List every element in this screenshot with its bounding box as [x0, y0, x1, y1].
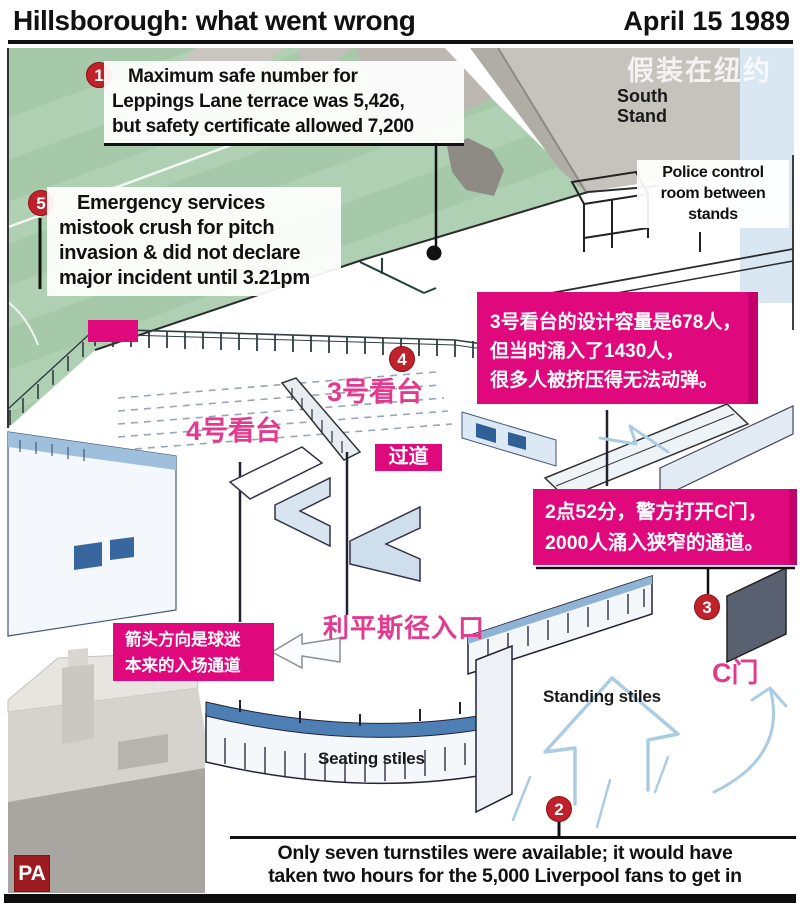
pen3-note: 3号看台的设计容量是678人， 但当时涌入了1430人， 很多人被挤压得无法动弹… — [477, 292, 758, 404]
police-room-line: room between — [660, 185, 766, 202]
marker-3: 3 — [694, 594, 720, 620]
annotation1-leader — [426, 141, 442, 261]
crowd-flow-arrows — [511, 424, 788, 829]
annotation-5: Emergency services mistook crush for pit… — [47, 187, 341, 296]
seating-stiles-label: Seating stiles — [318, 749, 425, 768]
page-title-bold: Hillsborough: — [13, 5, 189, 36]
gate-note-leader — [536, 566, 795, 594]
marker-4: 4 — [389, 346, 415, 372]
gate-note-line: 2点52分，警方打开C门， — [545, 501, 768, 523]
annotation-5-line: Emergency services — [77, 192, 266, 214]
police-room-line: stands — [688, 206, 738, 223]
standing-stiles-wall — [467, 574, 653, 676]
pen3-label: 3号看台 — [327, 377, 424, 407]
annotation-5-line: invasion & did not declare — [59, 242, 301, 264]
annotation-5-line: mistook crush for pitch — [59, 217, 275, 239]
gate-note-line: 2000人涌入狭窄的通道。 — [545, 532, 764, 554]
roof-camera — [359, 258, 437, 294]
west-stand-wall — [7, 431, 177, 637]
passage-badge: 过道 — [375, 444, 442, 471]
pen-divider-fence — [280, 377, 362, 461]
gate-c-label: C门 — [712, 658, 759, 688]
page-title-rest: what went wrong — [188, 5, 416, 36]
bottom-divider — [230, 836, 796, 839]
annotation-1: Maximum safe number for Leppings Lane te… — [104, 61, 464, 146]
concourse-structures — [228, 446, 421, 582]
goal-frame — [138, 324, 251, 356]
annotation-1-line: but safety certificate allowed 7,200 — [112, 116, 414, 137]
date-label: April 15 1989 — [623, 6, 790, 36]
page-title: Hillsborough: what went wrong — [13, 5, 416, 37]
watermark: 假装在纽约 — [627, 56, 772, 86]
terrace-steps — [117, 371, 453, 451]
annotation-1-line: Leppings Lane terrace was 5,426, — [112, 91, 405, 112]
route-note-line: 箭头方向是球迷 — [125, 631, 241, 649]
seating-stiles-wall — [205, 644, 513, 814]
annotation-2: Only seven turnstiles were available; it… — [205, 842, 800, 888]
route-note: 箭头方向是球迷 本来的入场通道 — [113, 623, 274, 681]
south-stand-line: Stand — [617, 106, 668, 126]
original-route-arrow — [270, 632, 341, 670]
south-stand-label: South Stand — [617, 86, 668, 126]
header-divider — [8, 40, 793, 44]
annotation-1-line: Maximum safe number for — [128, 66, 358, 87]
standing-stiles-label: Standing stiles — [543, 687, 661, 706]
pen3-note-line: 很多人被挤压得无法动弹。 — [490, 370, 719, 391]
gate-c-structure — [726, 566, 787, 664]
annotation-2-line: taken two hours for the 5,000 Liverpool … — [268, 865, 742, 887]
leppings-entrance-label: 利平斯径入口 — [323, 613, 486, 643]
route-note-line: 本来的入场通道 — [125, 657, 241, 675]
annotation-2-line: Only seven turnstiles were available; it… — [277, 842, 733, 864]
pa-logo: PA — [14, 855, 50, 892]
gate-note: 2点52分，警方打开C门， 2000人涌入狭窄的通道。 — [533, 489, 797, 565]
pen4-label: 4号看台 — [186, 416, 283, 446]
pink-redaction-rect — [88, 320, 138, 342]
pen3-note-line: 但当时涌入了1430人， — [490, 341, 685, 362]
police-room-line: Police control — [662, 164, 764, 181]
marker-2: 2 — [546, 796, 572, 822]
police-room-label: Police control room between stands — [637, 160, 789, 228]
bottom-bar — [4, 894, 796, 903]
right-walls — [461, 405, 794, 499]
pen3-note-line: 3号看台的设计容量是678人， — [490, 312, 742, 333]
annotation-5-line: major incident until 3.21pm — [59, 267, 310, 289]
south-stand-line: South — [617, 86, 668, 106]
